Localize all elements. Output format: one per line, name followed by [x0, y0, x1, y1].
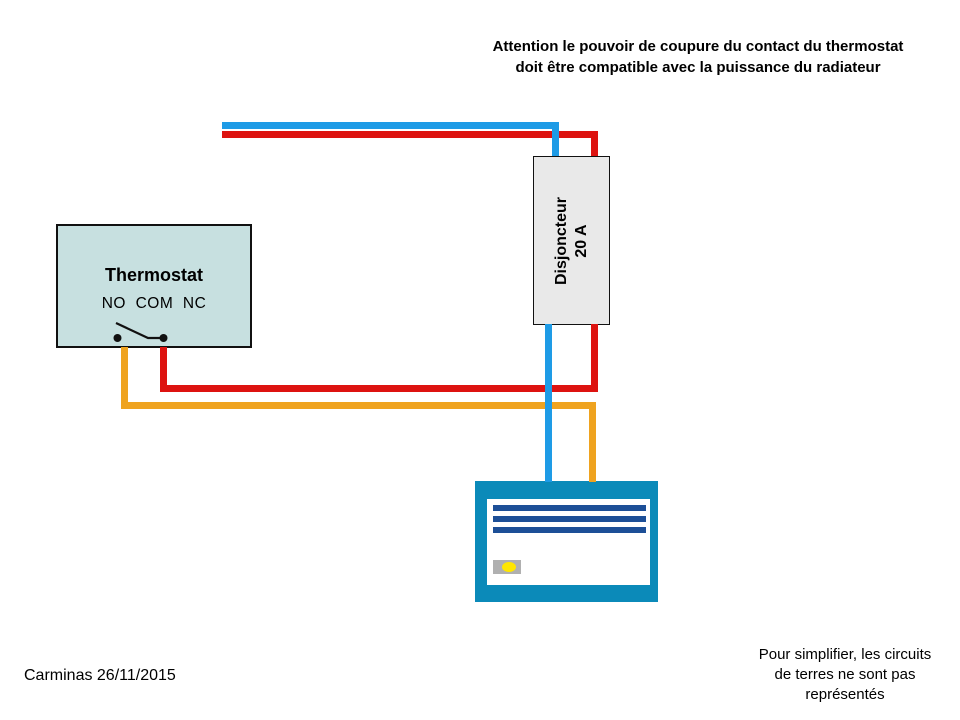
breaker-box: Disjoncteur 20 A — [533, 156, 610, 325]
breaker-name: Disjoncteur — [552, 196, 570, 285]
footer-credit: Carminas 26/11/2015 — [24, 667, 176, 684]
warning-line-2: doit être compatible avec la puissance d… — [515, 59, 881, 76]
wire-phase-red-feed — [222, 131, 598, 156]
wire-switched-orange-to-radiator — [121, 347, 596, 482]
thermostat-box: Thermostat NO COM NC — [56, 224, 252, 348]
footer-note-line-3: représentés — [805, 686, 885, 703]
thermostat-terminals-label: NO COM NC — [101, 295, 207, 312]
radiator-indicator-lamp-icon — [502, 562, 516, 572]
breaker-label: Disjoncteur 20 A — [552, 161, 592, 321]
radiator-fin — [493, 516, 646, 522]
radiator-fin — [493, 527, 646, 533]
footer-note-line-2: de terres ne sont pas — [774, 666, 916, 683]
radiator — [475, 481, 658, 602]
radiator-fin — [493, 505, 646, 511]
wire-neutral-blue-feed — [222, 122, 559, 156]
footer-note-line-1: Pour simplifier, les circuits — [758, 646, 932, 663]
footer-note: Pour simplifier, les circuits de terres … — [722, 645, 960, 705]
breaker-rating: 20 A — [572, 223, 590, 258]
radiator-panel — [487, 499, 650, 585]
warning-line-1: Attention le pouvoir de coupure du conta… — [492, 38, 904, 55]
warning-note: Attention le pouvoir de coupure du conta… — [450, 36, 946, 78]
thermostat-title: Thermostat — [104, 265, 203, 285]
